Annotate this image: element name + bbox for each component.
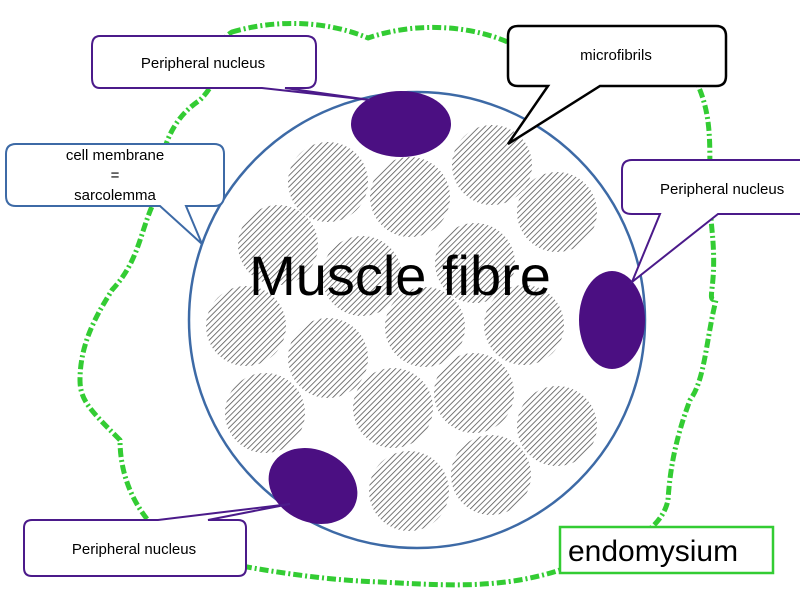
label-equals: = (111, 167, 120, 184)
microfibril (206, 286, 286, 366)
callout-peripheral-nucleus-top: Peripheral nucleus (91, 35, 371, 101)
callout-peripheral-nucleus-bottom: Peripheral nucleus (23, 503, 291, 577)
microfibril (353, 368, 433, 448)
microfibril (385, 287, 465, 367)
peripheral-nucleus-right (579, 271, 645, 369)
microfibril-group (206, 125, 597, 531)
microfibril (517, 386, 597, 466)
microfibril (517, 172, 597, 252)
label-peripheral-nucleus-bottom: Peripheral nucleus (72, 541, 196, 558)
microfibril (322, 236, 402, 316)
peripheral-nucleus-bottom (268, 448, 358, 524)
callout-microfibrils: microfibrils (506, 24, 728, 146)
peripheral-nucleus-top (351, 91, 451, 157)
diagram-title: Muscle fibre (249, 244, 551, 307)
label-cell-membrane: cell membrane (66, 147, 164, 164)
callout-peripheral-nucleus-right: Peripheral nucleus (621, 159, 800, 286)
label-peripheral-nucleus-top: Peripheral nucleus (141, 55, 265, 72)
microfibril (225, 373, 305, 453)
label-endomysium: endomysium (568, 535, 738, 568)
callout-cell-membrane: cell membrane = sarcolemma (5, 143, 225, 245)
microfibril (369, 451, 449, 531)
microfibril (435, 223, 515, 303)
microfibril (452, 125, 532, 205)
endomysium-label-box: endomysium (558, 525, 775, 575)
label-peripheral-nucleus-right: Peripheral nucleus (660, 181, 784, 198)
microfibril (288, 142, 368, 222)
microfibril (238, 205, 318, 285)
microfibril (288, 318, 368, 398)
microfibril (434, 353, 514, 433)
label-sarcolemma: sarcolemma (74, 187, 156, 204)
microfibril (484, 285, 564, 365)
microfibril (370, 157, 450, 237)
microfibril (451, 435, 531, 515)
label-microfibrils: microfibrils (580, 47, 652, 64)
